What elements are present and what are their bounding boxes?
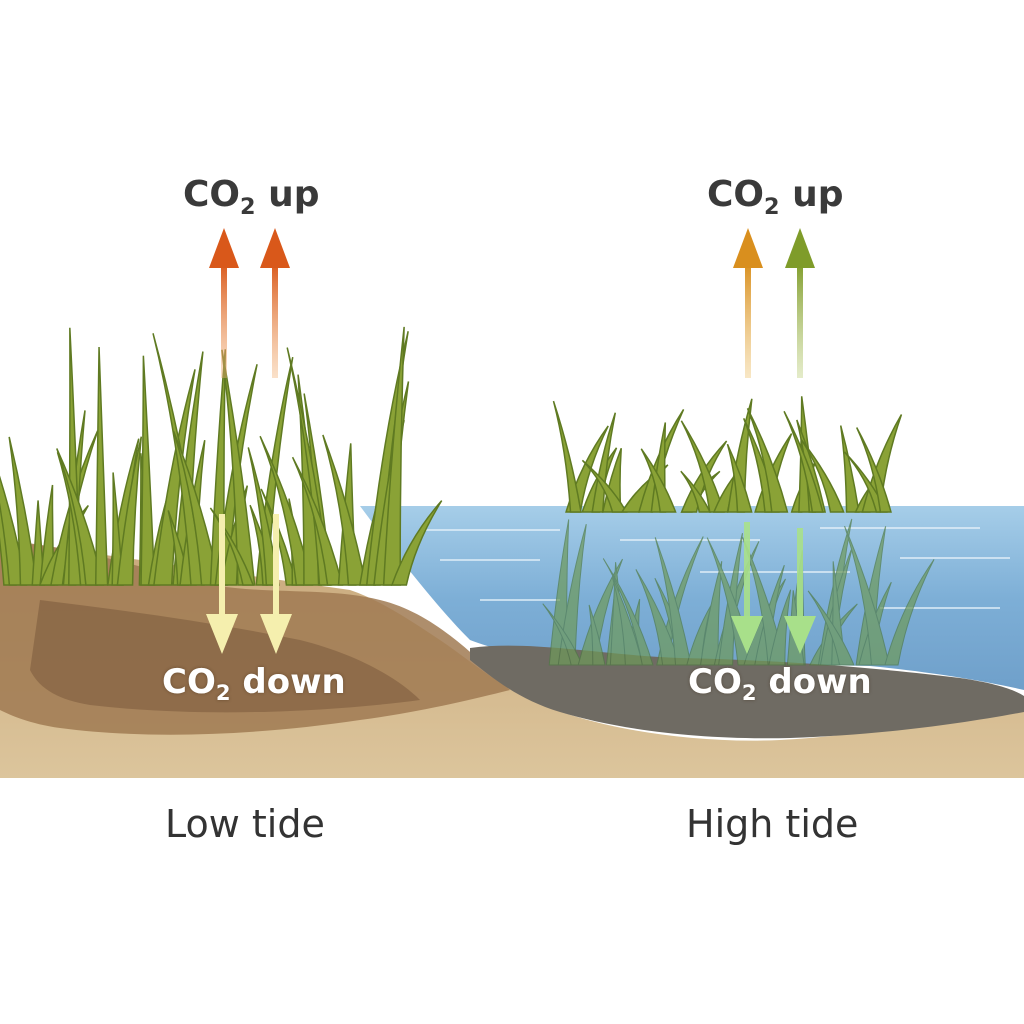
grass-blade: [640, 448, 677, 513]
grass-blade: [680, 470, 712, 513]
up-arrow: [785, 228, 815, 378]
grass-blade: [140, 355, 156, 586]
grass-blade: [588, 604, 606, 666]
down-arrow: [784, 528, 816, 654]
water-ripples: [420, 527, 1010, 609]
grass-blade: [94, 346, 109, 586]
co2-down-label-high-tide: CO2 down: [688, 662, 872, 706]
grass-blade: [390, 500, 443, 586]
grass-blade: [552, 400, 582, 513]
grass-clump-right: [552, 396, 903, 513]
co2-up-label-high-tide: CO2 up: [707, 174, 844, 220]
submerged-grass: [542, 518, 935, 666]
co2-down-label-low-tide: CO2 down: [162, 662, 346, 706]
grass-blade: [611, 577, 644, 666]
grass-blade: [209, 507, 255, 586]
grass-blade: [542, 603, 583, 666]
grass-blade: [768, 589, 792, 666]
up-arrow: [209, 228, 239, 378]
down-arrow: [731, 522, 763, 654]
grass-blade: [56, 448, 105, 586]
high-tide-label: High tide: [686, 802, 859, 846]
grass-blade: [839, 425, 860, 513]
grass-blade: [291, 456, 344, 586]
co2-down-arrows-high-tide: [731, 522, 816, 654]
grass-blade: [581, 459, 628, 513]
co2-up-arrows-low-tide: [209, 228, 290, 378]
up-arrow: [260, 228, 290, 378]
grass-blade: [783, 410, 824, 513]
grass-blade: [557, 524, 587, 666]
grass-blade: [382, 326, 405, 586]
co2-up-label-low-tide: CO2 up: [183, 174, 320, 220]
grass-blade: [844, 525, 890, 666]
grass-blade: [800, 439, 845, 513]
grass-blade: [884, 559, 935, 666]
soil-dark-patch: [30, 600, 420, 713]
grass-clump-left: [0, 326, 443, 586]
grass-blade: [807, 590, 855, 666]
grass-blade: [746, 408, 789, 513]
grass-blade: [726, 443, 753, 513]
co2-down-arrows-low-tide: [206, 514, 292, 654]
grass-blade: [699, 561, 723, 666]
grass-blade: [680, 420, 725, 513]
grass-blade: [322, 434, 367, 586]
grass-blade: [635, 569, 681, 666]
grass-blade: [172, 430, 221, 586]
low-tide-label: Low tide: [165, 802, 325, 846]
up-arrow: [733, 228, 763, 378]
grass-blade: [856, 427, 892, 513]
down-arrow: [206, 514, 238, 654]
grass-blade: [8, 436, 38, 586]
grass-blade: [654, 537, 692, 666]
co2-up-arrows-high-tide: [733, 228, 815, 378]
water-body: [360, 506, 1024, 690]
wet-sediment: [470, 645, 1024, 739]
grass-blade: [116, 436, 143, 586]
down-arrow: [260, 514, 292, 654]
grass-blade: [259, 435, 314, 586]
grass-blade: [602, 558, 654, 666]
